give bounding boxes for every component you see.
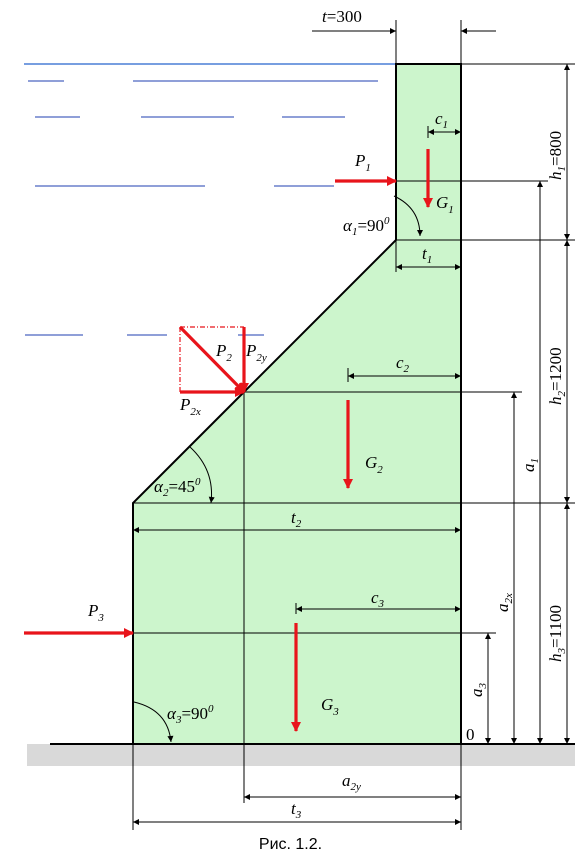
- label-t3: t3: [291, 799, 302, 821]
- label-P2x: P2x: [179, 395, 201, 418]
- label-P2y: P2y: [245, 341, 267, 364]
- label-P2: P2: [215, 341, 232, 364]
- label-t1: t1: [422, 244, 432, 266]
- angle-arc-1: [393, 195, 423, 237]
- label-c3: c3: [371, 588, 385, 610]
- label-a1: a1: [519, 458, 541, 472]
- label-h3: h3=1100: [546, 605, 568, 662]
- water-lines: [24, 63, 396, 336]
- label-G1: G1: [436, 193, 454, 216]
- ground-strip: [27, 744, 575, 766]
- figure-caption: Рис. 1.2.: [258, 836, 323, 853]
- label-a3: a3: [467, 683, 489, 698]
- dam-body: [132, 63, 462, 745]
- label-alpha1: α1=900: [343, 215, 390, 238]
- label-a2x: a2x: [493, 593, 515, 612]
- label-h2: h2=1200: [546, 347, 568, 405]
- angle-arc-3: [133, 701, 174, 743]
- label-a2y: a2y: [342, 771, 361, 793]
- label-G3: G3: [321, 695, 339, 718]
- label-t: t=300: [322, 7, 362, 26]
- label-c2: c2: [396, 353, 410, 375]
- label-c1: c1: [435, 109, 448, 131]
- label-h1: h1=800: [546, 131, 568, 180]
- dimension-lines: [133, 28, 570, 825]
- angle-arc-2: [189, 446, 215, 504]
- label-t2: t2: [291, 508, 302, 530]
- label-P3: P3: [87, 601, 104, 624]
- label-alpha3: α3=900: [167, 703, 214, 726]
- label-P1: P1: [354, 151, 371, 174]
- forces: [24, 149, 433, 732]
- extension-lines: [132, 20, 575, 830]
- label-G2: G2: [365, 453, 383, 476]
- label-alpha2: α2=450: [154, 476, 201, 499]
- label-origin: 0: [466, 725, 475, 744]
- force-P2: [178, 325, 246, 394]
